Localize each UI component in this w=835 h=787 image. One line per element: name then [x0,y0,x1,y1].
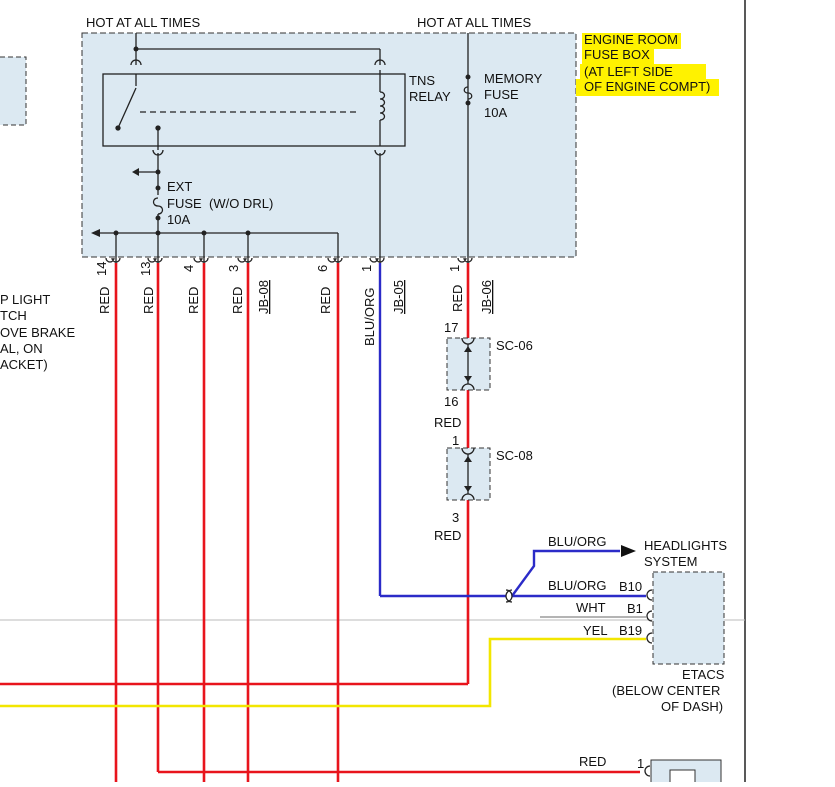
left-partial-component [0,56,27,126]
sc-06-label: SC-06 [496,338,533,353]
headlights-wire-label: BLU/ORG [548,534,607,549]
fuse-box-title-highlight [576,33,719,96]
fuse-box-connectors [105,257,473,263]
fuse-box-title-line-1: ENGINE ROOM [584,32,678,47]
tns-relay-label-2: RELAY [409,89,451,104]
stop-light-label-line-3: OVE BRAKE [0,325,75,340]
bottom-right-pin-label: 1 [637,756,644,771]
fuse-box-title-line-4: OF ENGINE COMPT) [584,79,710,94]
ext-fuse-label-4: 10A [167,212,190,227]
wire-color-blu-org: BLU/ORG [362,287,377,346]
etacs-b1-wire: WHT [576,600,606,615]
fuse-box-junction-dots [91,46,471,237]
pin-14-label: 14 [94,262,109,276]
wire-color-pin-13: RED [141,287,156,314]
memory-fuse-label-3: 10A [484,105,507,120]
stop-light-label-line-1: P LIGHT [0,292,50,307]
ext-fuse-label-1: EXT [167,179,192,194]
pin-4-label: 4 [181,265,196,272]
memory-fuse-label-1: MEMORY [484,71,543,86]
headlights-system-label-2: SYSTEM [644,554,697,569]
pin-13-label: 13 [138,262,153,276]
fuse-box-title-line-3: (AT LEFT SIDE [584,64,673,79]
stop-light-label-line-5: ACKET) [0,357,48,372]
pin-6-label: 6 [315,265,330,272]
wire-color-pin-6: RED [318,287,333,314]
headlights-system-label-1: HEADLIGHTS [644,538,727,553]
splice-arrows [464,346,472,492]
etacs-label-2: (BELOW CENTER [612,683,720,698]
stop-light-label-line-4: AL, ON [0,341,43,356]
pin-1-blu-label: 1 [359,265,374,272]
sc-08-pin-bottom: 3 [452,510,459,525]
etacs-label-3: OF DASH) [661,699,723,714]
fuse-box-internal-wiring [100,33,469,263]
hot-at-all-times-right-label: HOT AT ALL TIMES [417,15,531,30]
red-wire-after-sc-08: RED [434,528,461,543]
etacs-b10-wire: BLU/ORG [548,578,607,593]
yel-wire [0,637,646,708]
sc-08-pin-top: 1 [452,433,459,448]
engine-room-fuse-box [81,32,577,258]
wire-color-pin-4: RED [186,287,201,314]
stop-light-label-line-2: TCH [0,308,27,323]
etacs-label-1: ETACS [682,667,725,682]
etacs-b1-pin: B1 [627,601,643,616]
hot-at-all-times-left-label: HOT AT ALL TIMES [86,15,200,30]
memory-fuse-label-2: FUSE [484,87,519,102]
bottom-right-connector [644,765,651,777]
headlights-arrow [621,545,636,557]
etacs-b10-pin: B10 [619,579,642,594]
bottom-right-wire-label: RED [579,754,606,769]
tns-relay-label-1: TNS [409,73,435,88]
ext-fuse-label-2: FUSE [167,196,202,211]
wire-color-memory-red: RED [450,285,465,312]
red-wire-between-splices: RED [434,415,461,430]
jb-05-ref: JB-05 [391,280,406,314]
blu-org-inline-connector [505,589,513,603]
pin-1-red-label: 1 [447,265,462,272]
sc-06-pin-bottom: 16 [444,394,458,409]
red-wires [0,263,640,782]
pin-3-label: 3 [226,265,241,272]
jb-06-ref: JB-06 [479,280,494,314]
fuse-box-title-line-2: FUSE BOX [584,47,650,62]
etacs-module [652,571,725,665]
blu-org-wire [378,263,646,598]
ext-fuse-label-3: (W/O DRL) [209,196,273,211]
memory-fuse-symbol [463,86,473,100]
sc-06-pin-top: 17 [444,320,458,335]
wire-color-pin-14: RED [97,287,112,314]
bottom-right-component-inner [669,769,696,787]
etacs-b19-wire: YEL [583,623,608,638]
jb-08-ref: JB-08 [256,280,271,314]
sc-08-label: SC-08 [496,448,533,463]
etacs-b19-pin: B19 [619,623,642,638]
etacs-connectors [646,589,653,644]
wire-color-pin-3: RED [230,287,245,314]
